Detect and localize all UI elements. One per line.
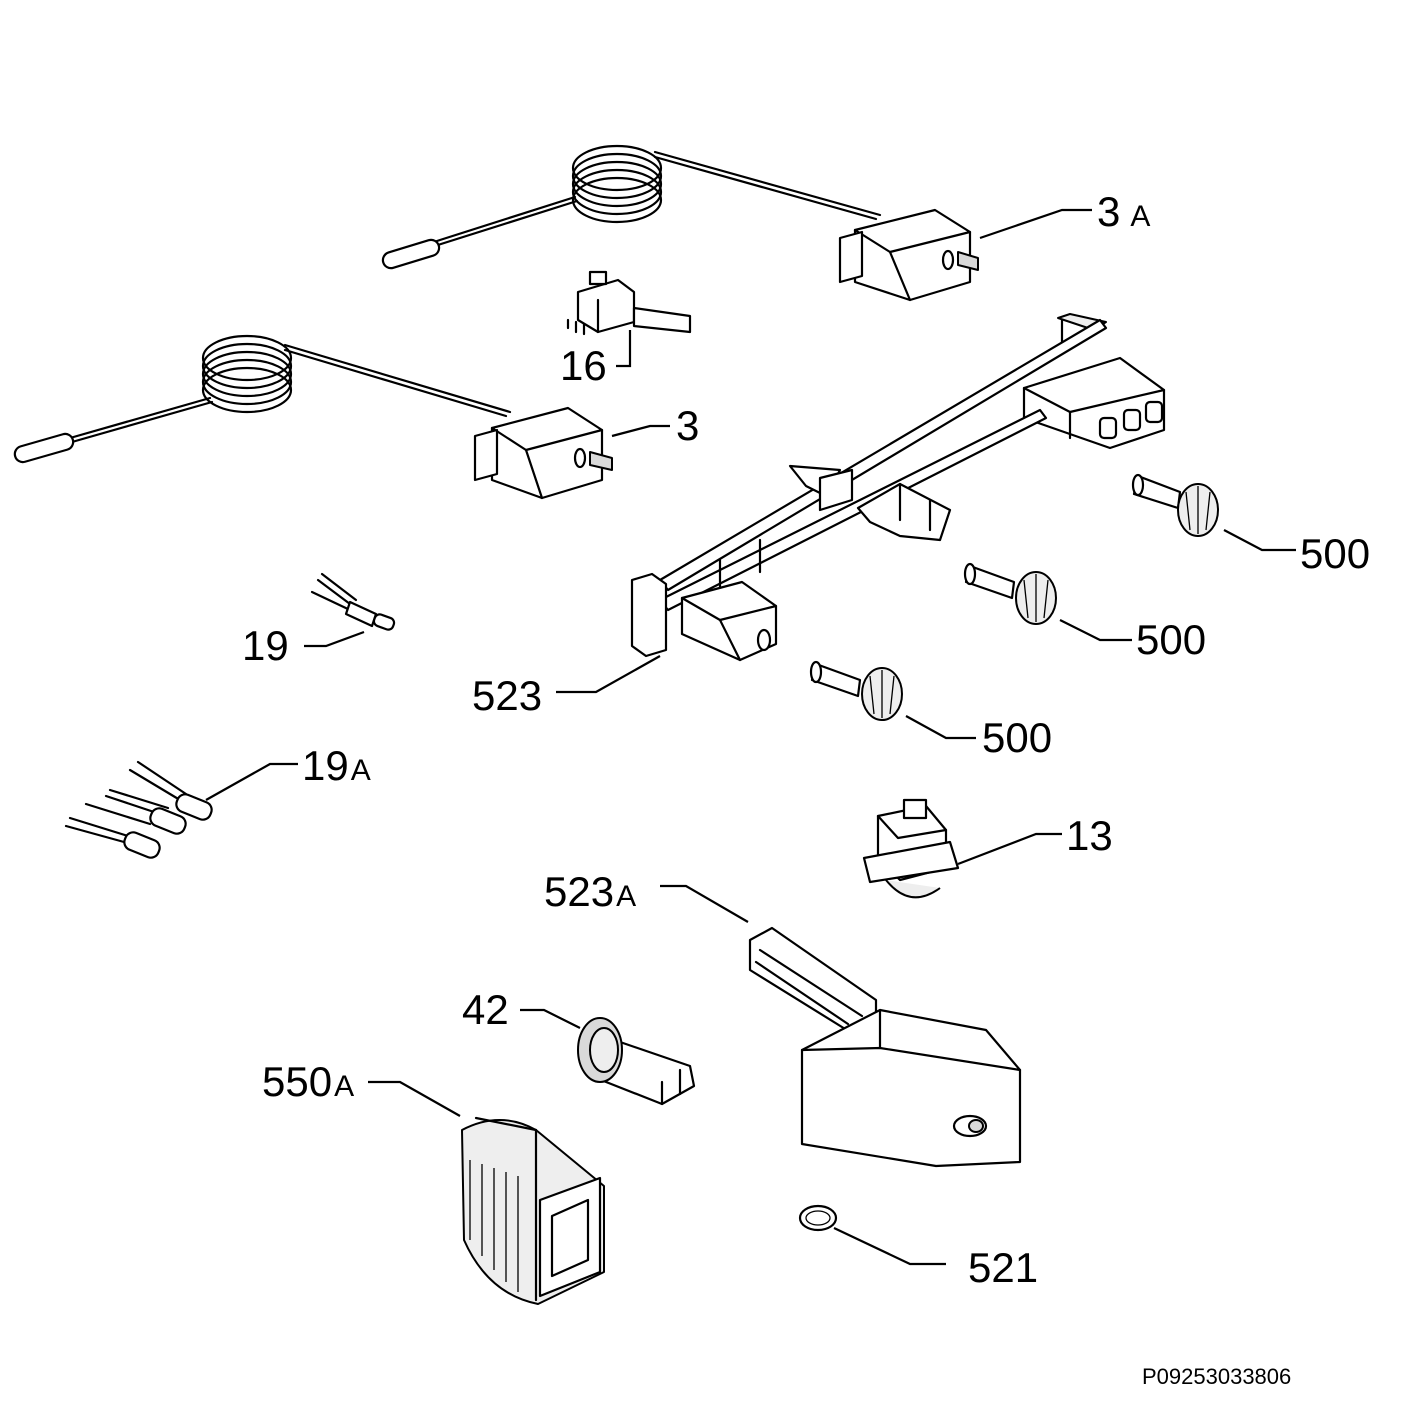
label-521: 521 [833, 1227, 1038, 1291]
label-16-number: 16 [560, 342, 607, 389]
label-19-number: 19 [242, 622, 289, 669]
label-3-number: 3 [676, 402, 699, 449]
part-550a-end-cap[interactable] [461, 1116, 605, 1305]
label-550a-number: 550 [262, 1058, 332, 1105]
label-13: 13 [957, 812, 1113, 866]
label-500-3: 500 [905, 714, 1052, 761]
part-523a-panel-cover[interactable] [748, 926, 1022, 1168]
label-500-2: 500 [1059, 616, 1206, 663]
part-42-lamp-socket[interactable] [577, 1017, 696, 1106]
svg-text:3A: 3A [1097, 188, 1150, 235]
label-3a-suffix: A [1130, 200, 1150, 233]
label-16: 16 [560, 330, 632, 389]
svg-text:19A: 19A [302, 742, 371, 789]
part-19a-lamp-set[interactable] [64, 760, 214, 860]
part-19-lamp[interactable] [310, 572, 396, 631]
svg-text:550A: 550A [262, 1058, 354, 1105]
label-523a-number: 523 [544, 868, 614, 915]
label-500-3-number: 500 [982, 714, 1052, 761]
part-523-bracket[interactable] [630, 313, 1166, 662]
part-521-ring[interactable] [798, 1204, 838, 1232]
label-19a: 19A [205, 742, 371, 801]
part-13-lamp-holder[interactable] [862, 798, 960, 899]
label-550a-suffix: A [334, 1070, 354, 1103]
part-500-knob-2[interactable] [963, 562, 1057, 625]
part-500-knob-1[interactable] [1131, 473, 1219, 537]
label-42: 42 [462, 986, 581, 1033]
label-42-number: 42 [462, 986, 509, 1033]
label-19: 19 [242, 622, 365, 669]
label-3: 3 [611, 402, 699, 449]
part-500-knob-3[interactable] [809, 660, 903, 721]
part-3-thermostat[interactable] [13, 334, 613, 500]
drawing-code: P09253033806 [1142, 1364, 1291, 1389]
label-521-number: 521 [968, 1244, 1038, 1291]
label-13-number: 13 [1066, 812, 1113, 859]
label-19a-suffix: A [351, 754, 371, 787]
svg-text:523A: 523A [544, 868, 636, 915]
label-523a-suffix: A [616, 880, 636, 913]
label-3a-number: 3 [1097, 188, 1120, 235]
label-523-number: 523 [472, 672, 542, 719]
part-3a-thermostat[interactable] [381, 144, 979, 302]
part-16-switch[interactable] [566, 270, 692, 336]
label-19a-number: 19 [302, 742, 349, 789]
label-523a: 523A [544, 868, 749, 923]
label-500-1-number: 500 [1300, 530, 1370, 577]
label-500-2-number: 500 [1136, 616, 1206, 663]
label-500-1: 500 [1223, 529, 1370, 577]
label-550a: 550A [262, 1058, 461, 1117]
label-523: 523 [472, 655, 661, 719]
